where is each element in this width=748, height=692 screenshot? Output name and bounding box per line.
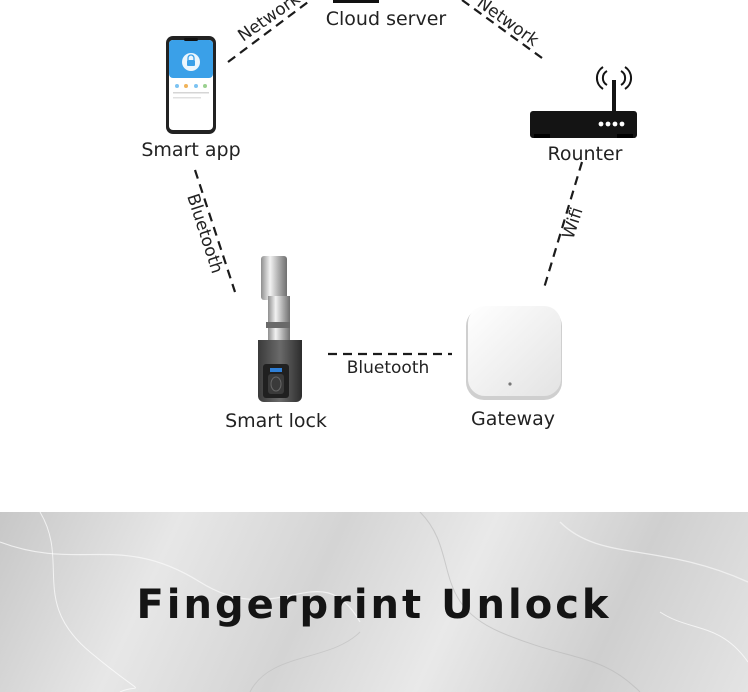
router-icon [530,66,637,138]
gateway-label: Gateway [471,408,555,430]
cloud-server-label: Cloud server [326,8,447,30]
smartphone-icon [166,36,216,134]
edge-app-cloud [227,1,309,63]
marble-texture [0,512,748,692]
server-icon [333,0,379,3]
smart-lock-node: Smart lock [225,256,327,432]
edge-app-lock [193,169,237,293]
smart-app-label: Smart app [141,139,240,161]
edge-label-app-cloud: Network [234,0,304,46]
edge-router-gateway [542,161,584,289]
smart-lock-icon [258,256,302,402]
feature-banner: Fingerprint Unlock [0,512,748,692]
edge-label-app-lock: Bluetooth [182,191,227,276]
smart-app-node: Smart app [141,36,241,161]
banner-title: Fingerprint Unlock [136,582,612,628]
wifi-waves-icon [596,66,632,90]
edge-label-cloud-router: Network [473,0,542,51]
edge-label-lock-gateway: Bluetooth [347,358,430,378]
cloud-server-node: Cloud server [326,0,447,30]
edge-cloud-router [461,0,543,59]
gateway-node: Gateway [466,306,562,430]
smart-lock-label: Smart lock [225,410,327,432]
router-node: Rounter [530,66,637,165]
edge-label-router-gateway: Wifi [559,205,588,241]
router-label: Rounter [547,143,622,165]
gateway-icon [466,306,562,400]
network-diagram: Cloud server Network Network Bluetooth W… [141,0,637,432]
